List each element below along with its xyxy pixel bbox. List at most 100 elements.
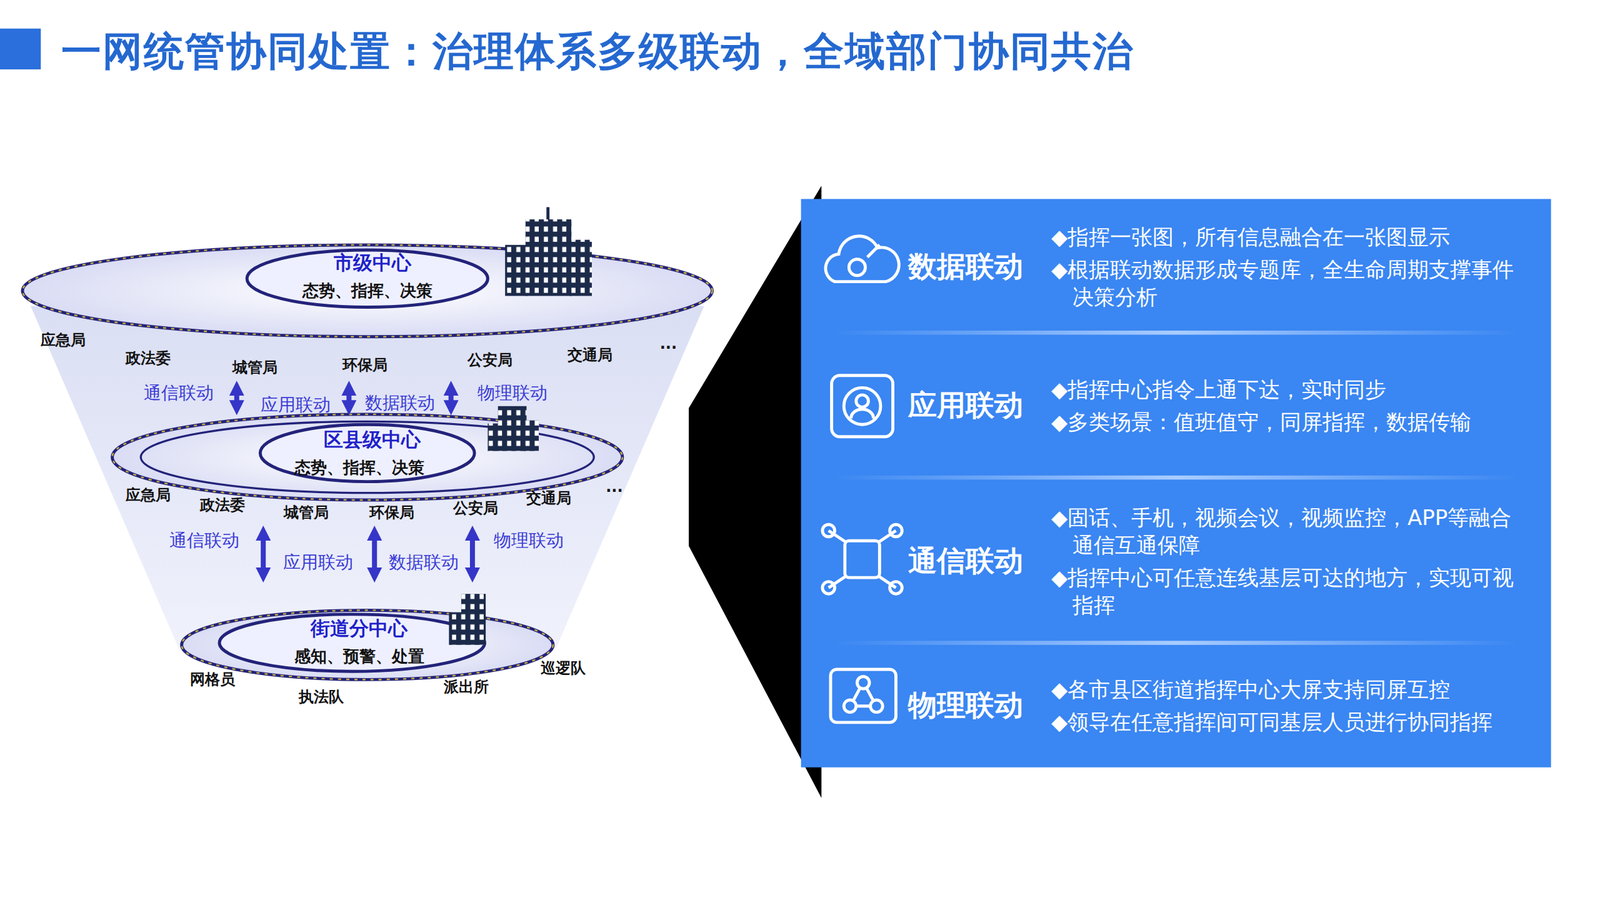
department-label: 应急局 xyxy=(40,330,86,350)
frame xyxy=(830,669,896,723)
bullet-text: ◆指挥中心可任意连线基层可达的地方，实现可视指挥 xyxy=(1051,563,1532,619)
linkage-label: 物理联动 xyxy=(477,381,548,405)
dot xyxy=(890,581,903,595)
funnel xyxy=(30,306,705,649)
bullet-list: ◆指挥中心指令上通下达，实时同步 ◆多类场景：值班值守，同屏指挥，数据传输 xyxy=(1051,370,1532,441)
department-label: 执法队 xyxy=(298,686,344,707)
linkage-arrow xyxy=(346,392,352,404)
tower xyxy=(498,406,527,452)
department-label: 交通局 xyxy=(567,345,613,365)
center-name: 区县级中心 xyxy=(323,426,421,454)
county-ring-dash xyxy=(112,414,623,500)
divider xyxy=(831,640,1521,645)
department-label: 应急局 xyxy=(125,485,171,505)
links xyxy=(853,687,874,706)
street-inner-ring xyxy=(219,614,485,672)
department-label: 政法委 xyxy=(200,495,245,515)
bullet-text: ◆领导在任意指挥间可同基层人员进行协同指挥 xyxy=(1051,708,1532,736)
band-heading: 物理联动 xyxy=(908,686,1052,725)
ring xyxy=(843,387,881,425)
linkage-label: 数据联动 xyxy=(365,391,435,415)
street-ring-dash xyxy=(181,610,554,680)
department-label: 城管局 xyxy=(232,357,278,378)
bullet-list: ◆各市县区街道指挥中心大屏支持同屏互控 ◆领导在任意指挥间可同基层人员进行协同指挥 xyxy=(1051,670,1532,741)
linkage-label: 通信联动 xyxy=(143,381,214,405)
head xyxy=(856,395,869,408)
center-name: 市级中心 xyxy=(333,250,412,277)
data-icon xyxy=(825,236,899,282)
divider xyxy=(831,330,1521,335)
bullet-text: ◆根据联动数据形成专题库，全生命周期支撑事件决策分析 xyxy=(1051,255,1532,311)
department-label: 网格员 xyxy=(190,669,235,690)
gear xyxy=(848,259,865,276)
department-label: 环保局 xyxy=(342,355,388,375)
center-name: 街道分中心 xyxy=(310,615,408,642)
page-title: 一网统管协同处置：治理体系多级联动，全域部门协同共治 xyxy=(61,23,1134,79)
title-marker xyxy=(0,28,41,70)
dot xyxy=(870,700,884,713)
tower xyxy=(505,245,528,297)
department-label: 公安局 xyxy=(453,498,499,519)
bullet-text: ◆各市县区街道指挥中心大屏支持同屏互控 xyxy=(1051,675,1532,704)
street-ring xyxy=(181,610,554,680)
department-label: ... xyxy=(605,478,623,496)
linkage-label: 物理联动 xyxy=(493,528,564,553)
bullet-text: ◆指挥中心指令上通下达，实时同步 xyxy=(1051,375,1532,404)
department-label: 公安局 xyxy=(467,350,513,370)
county-ring xyxy=(112,414,623,500)
department-label: 城管局 xyxy=(283,502,329,523)
county-inner-ring xyxy=(260,424,475,482)
linkage-label: 应用联动 xyxy=(283,550,354,575)
band-heading: 应用联动 xyxy=(908,386,1052,425)
department-label: 派出所 xyxy=(443,676,489,697)
tower xyxy=(569,240,592,297)
tower xyxy=(524,420,539,452)
tower xyxy=(448,612,464,645)
department-label: 巡逻队 xyxy=(540,658,586,679)
center-ellipse: 区县级中心态势、指挥、决策 xyxy=(110,416,625,525)
comm-icon xyxy=(822,524,902,594)
panel xyxy=(801,198,1552,767)
antenna xyxy=(546,206,550,220)
dot xyxy=(822,581,835,595)
department-label: ... xyxy=(660,335,677,353)
linkage-arrow xyxy=(448,392,454,404)
linkage-label: 通信联动 xyxy=(169,528,240,553)
linkage-arrow xyxy=(470,537,475,571)
body xyxy=(851,409,874,419)
divider xyxy=(831,475,1521,480)
center-duty: 态势、指挥、决策 xyxy=(294,456,425,479)
city-building xyxy=(505,206,592,296)
linkage-arrow xyxy=(260,537,266,571)
city-ring-dash xyxy=(22,245,713,337)
dot xyxy=(843,700,857,713)
linkage-band: 通信联动◆固话、手机，视频会议，视频监控，APP等融合通信互通保障◆指挥中心可任… xyxy=(811,485,1541,637)
county-building xyxy=(487,406,539,452)
center-duty: 态势、指挥、决策 xyxy=(302,280,433,302)
street-building xyxy=(448,593,486,645)
tower xyxy=(461,593,486,645)
bullet-list: ◆指挥一张图，所有信息融合在一张图显示◆根据联动数据形成专题库，全生命周期支撑事… xyxy=(1051,218,1532,317)
frame xyxy=(831,375,894,437)
band-heading: 通信联动 xyxy=(908,541,1052,581)
city-inner-ring xyxy=(246,250,488,307)
center-duty: 感知、预警、处置 xyxy=(294,645,425,667)
linkage-band: 数据联动◆指挥一张图，所有信息融合在一张图显示◆根据联动数据形成专题库，全生命周… xyxy=(811,206,1541,327)
department-label: 环保局 xyxy=(369,502,415,523)
physical-icon xyxy=(830,669,896,723)
dot xyxy=(822,524,835,537)
linkage-arrow xyxy=(371,537,377,571)
bullet-text: ◆多类场景：值班值守，同屏指挥，数据传输 xyxy=(1051,408,1532,436)
linkage-label: 应用联动 xyxy=(260,393,331,417)
dot xyxy=(890,524,903,537)
cloud xyxy=(825,236,899,282)
bullet-list: ◆固话、手机，视频会议，视频监控，APP等融合通信互通保障◆指挥中心可任意连线基… xyxy=(1051,498,1532,625)
linkage-label: 数据联动 xyxy=(388,550,459,575)
dot xyxy=(856,676,870,689)
department-label: 交通局 xyxy=(526,488,572,509)
device xyxy=(845,540,880,578)
center-ellipse: 街道分中心感知、预警、处置 xyxy=(183,583,557,676)
tower xyxy=(487,423,500,452)
